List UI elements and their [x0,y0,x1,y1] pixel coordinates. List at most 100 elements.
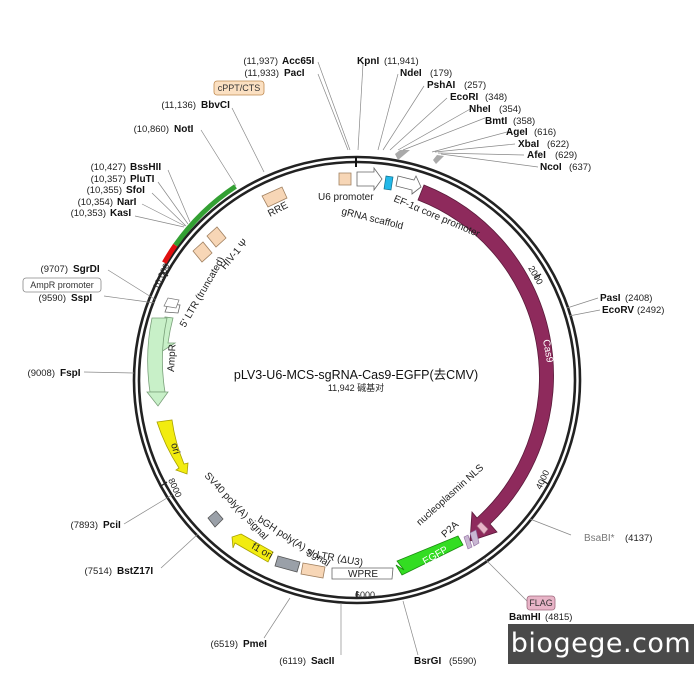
site-bstz17i: (7514) BstZ17I [85,566,154,577]
svg-text:BstZ17I: BstZ17I [117,566,153,577]
tick-6000: 6000 [355,590,375,600]
site-ndei: NdeI (179) [400,68,452,79]
ampr-head [146,391,169,407]
svg-text:(11,941): (11,941) [384,56,419,67]
label-ampr: AmpR [166,344,178,372]
svg-text:PshAI: PshAI [427,80,456,91]
svg-text:BbvCI: BbvCI [201,100,230,111]
site-bsshii: (10,427) BssHII [91,162,162,173]
svg-text:(4815): (4815) [545,612,572,623]
svg-text:(9707): (9707) [41,264,68,275]
site-agei: AgeI (616) [506,127,556,138]
svg-text:(2492): (2492) [637,305,664,316]
svg-text:(7514): (7514) [85,566,112,577]
svg-text:(10,427): (10,427) [91,162,126,173]
ltr3-block [300,562,326,579]
svg-text:(2408): (2408) [625,293,652,304]
svg-text:(179): (179) [430,68,452,79]
svg-text:(9590): (9590) [39,293,66,304]
site-nhei: NheI (354) [469,104,521,115]
label-wpre: WPRE [348,569,378,580]
site-bbvci: (11,136) BbvCI [161,100,230,111]
svg-text:(10,860): (10,860) [134,124,169,135]
svg-text:FLAG: FLAG [529,598,553,608]
cppt-block [338,172,352,186]
svg-text:(622): (622) [547,139,569,150]
svg-text:KpnI: KpnI [357,56,379,67]
svg-text:NotI: NotI [174,124,194,135]
label-sv40: SV40 poly(A) signal [202,471,270,543]
site-bamhi: BamHI (4815) [509,612,572,623]
svg-text:NcoI: NcoI [540,162,562,173]
site-pluti: (10,357) PluTI [91,174,155,185]
svg-text:(6519): (6519) [211,639,238,650]
bgh-block [274,555,301,573]
svg-text:BsrGI: BsrGI [414,656,441,667]
egfp-arrow [395,535,464,576]
site-fspi: (9008) FspI [28,368,81,379]
site-ecorv: EcoRV (2492) [602,305,664,316]
svg-text:AfeI: AfeI [527,150,546,161]
site-afei: AfeI (629) [527,150,577,161]
site-pcii: (7893) PciI [71,520,121,531]
mcs-marker-2 [433,155,444,164]
site-pasi: PasI (2408) [600,293,652,304]
site-acc65i: (11,937) Acc65I [243,56,314,67]
ampr-body [147,317,168,393]
svg-text:BsaBI*: BsaBI* [584,533,615,544]
svg-text:PmeI: PmeI [243,639,267,650]
svg-text:FspI: FspI [60,368,81,379]
svg-text:cPPT/CTS: cPPT/CTS [218,83,261,93]
svg-text:NarI: NarI [117,197,137,208]
svg-text:(358): (358) [513,116,535,127]
grna-block [383,175,394,191]
badge-flag: FLAG [526,595,556,611]
svg-text:AmpR promoter: AmpR promoter [30,280,94,290]
svg-text:SspI: SspI [71,293,92,304]
tick-10000: 10,000 [151,262,172,291]
cas9-arrow [417,184,554,542]
segment-green [173,184,237,247]
badge-ampr-promoter: AmpR promoter [22,277,102,293]
site-sgrdi: (9707) SgrDI [41,264,100,275]
svg-text:(7893): (7893) [71,520,98,531]
svg-text:AgeI: AgeI [506,127,528,138]
rre-block [261,186,288,208]
svg-text:BamHI: BamHI [509,612,541,623]
label-grna-scaffold: gRNA scaffold [340,206,404,232]
site-noti: (10,860) NotI [134,124,194,135]
svg-text:(6119): (6119) [279,656,306,667]
label-cas9: Cas9 [540,339,555,364]
site-sfoi: (10,355) SfoI [87,185,145,196]
site-nari: (10,354) NarI [78,197,137,208]
tick-4000: 4000 [534,468,552,490]
ltr5-block [192,241,213,263]
svg-text:(4137): (4137) [625,533,652,544]
svg-text:PciI: PciI [103,520,121,531]
svg-text:SfoI: SfoI [126,185,145,196]
site-kpni: KpnI (11,941) [357,56,419,67]
sv40-block [207,510,224,528]
site-ncoi: NcoI (637) [540,162,591,173]
f1ori-arrow [231,533,274,563]
svg-text:(637): (637) [569,162,591,173]
site-ecori: EcoRI (348) [450,92,507,103]
svg-text:EcoRV: EcoRV [602,305,634,316]
site-bmti: BmtI (358) [485,116,535,127]
svg-text:SgrDI: SgrDI [73,264,100,275]
svg-text:NdeI: NdeI [400,68,422,79]
svg-text:(10,357): (10,357) [91,174,126,185]
site-kasi: (10,353) KasI [71,208,132,219]
svg-text:EcoRI: EcoRI [450,92,479,103]
svg-text:Acc65I: Acc65I [282,56,314,67]
ori-arrow [156,419,189,475]
map-title: pLV3-U6-MCS-sgRNA-Cas9-EGFP(去CMV) [234,368,478,382]
svg-text:(348): (348) [485,92,507,103]
svg-text:(11,937): (11,937) [243,56,278,67]
svg-text:(5590): (5590) [449,656,476,667]
svg-text:NheI: NheI [469,104,491,115]
badge-cppt: cPPT/CTS [213,80,265,96]
site-bsabi: BsaBI* (4137) [584,533,652,544]
svg-text:(354): (354) [499,104,521,115]
